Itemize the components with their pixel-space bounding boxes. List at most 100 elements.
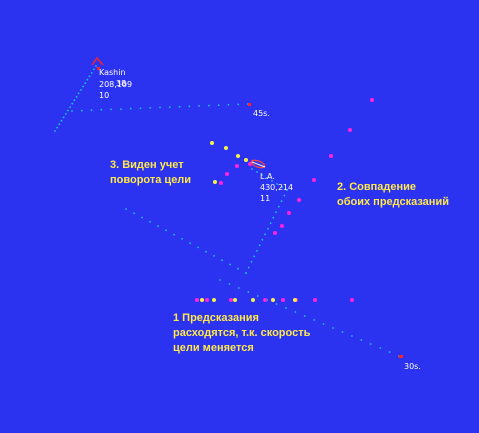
kashin-track-dot <box>69 106 71 108</box>
prediction-point-a <box>229 298 233 302</box>
kashin-name-label: Kashin <box>99 68 126 77</box>
crossing-path-dot <box>228 283 231 285</box>
kashin-track-dot <box>73 99 76 102</box>
prediction-point-a <box>370 98 374 102</box>
prediction-point-a <box>281 298 285 302</box>
prediction-point-b <box>244 158 248 162</box>
kashin-track-dot <box>82 85 84 88</box>
kashin-track-dot <box>56 126 59 129</box>
la-path-dot <box>247 266 250 269</box>
prediction-point-b <box>293 298 297 302</box>
crossing-path-dot <box>219 279 221 281</box>
la-path-dot <box>272 216 275 219</box>
t45-marker <box>248 103 251 106</box>
la-path-dot <box>261 238 264 241</box>
prediction-point-a <box>312 178 316 182</box>
kashin-track-dot <box>84 82 87 84</box>
crossing-path-dot <box>322 323 325 325</box>
kashin-heading-dot <box>90 109 93 112</box>
la-path-dot <box>173 233 175 236</box>
crossing-path-dot <box>294 311 297 313</box>
la-path-dot <box>251 168 253 170</box>
kashin-track-dot <box>62 116 65 119</box>
kashin-heading-dot <box>227 103 230 106</box>
la-path-dot <box>264 233 266 236</box>
track-layer <box>54 65 400 357</box>
la-path-dot <box>277 205 280 208</box>
kashin-track-dot <box>67 109 69 112</box>
annotation-diverge: 1 Предсказания расходятся, т.к. скорость… <box>173 312 311 354</box>
la-path-dot <box>221 259 223 262</box>
prediction-point-a <box>195 298 199 302</box>
prediction-point-a <box>313 298 317 302</box>
prediction-point-a <box>329 154 333 158</box>
kashin-heading-dot <box>71 110 73 112</box>
prediction-point-a <box>263 298 267 302</box>
la-path-dot <box>165 229 167 232</box>
prediction-point-a <box>273 231 277 235</box>
crossing-path-dot <box>256 295 259 297</box>
prediction-point-b <box>213 180 217 184</box>
la-path-dot <box>157 225 159 228</box>
la-path-dot <box>256 250 258 252</box>
crossing-path-dot <box>275 303 278 305</box>
kashin-heading-dot <box>139 107 142 110</box>
kashin-speed-label: 10 <box>99 91 110 100</box>
prediction-point-b <box>236 154 240 158</box>
kashin-marker-square[interactable] <box>97 67 100 70</box>
crossing-path-dot <box>388 351 391 353</box>
la-path-dot <box>245 272 247 274</box>
crossing-path-dot <box>351 335 353 337</box>
kashin-heading-dot <box>110 108 112 111</box>
kashin-track-dot <box>58 123 61 126</box>
la-path-dot <box>181 238 183 240</box>
la-path-dot <box>133 212 135 215</box>
la-path-dot <box>213 255 215 257</box>
kashin-coords-label: 208,109 <box>99 80 133 89</box>
prediction-layer <box>195 98 374 302</box>
kashin-track-dot <box>80 89 82 91</box>
annotation-match: 2. Совпадение обоих предсказаний <box>337 181 449 208</box>
la-path-dot <box>189 242 191 245</box>
kashin-heading-dot <box>208 104 210 107</box>
la-path-dot <box>149 220 151 223</box>
la-name-label: L.A. <box>260 172 275 181</box>
la-path-dot <box>271 180 273 182</box>
crossing-path-dot <box>247 291 250 293</box>
la-path-dot <box>281 186 283 188</box>
la-heading-line <box>251 161 266 168</box>
la-path-dot <box>237 267 239 270</box>
kashin-heading-dot <box>168 106 171 108</box>
prediction-point-b <box>224 146 228 150</box>
crossing-path-dot <box>379 347 382 349</box>
prediction-point-a <box>348 128 352 132</box>
kashin-extra-label: 38 <box>116 79 127 88</box>
kashin-track-dot <box>77 92 80 95</box>
la-speed-label: 11 <box>260 194 271 203</box>
crossing-path-dot <box>285 307 287 309</box>
la-path-dot <box>280 200 283 203</box>
la-path-dot <box>141 216 143 219</box>
la-path-dot <box>253 255 256 258</box>
kashin-heading-dot <box>129 107 132 110</box>
kashin-track-dot <box>54 130 56 132</box>
time-label-45s: 45s. <box>253 109 270 118</box>
la-path-dot <box>229 263 231 266</box>
kashin-heading-dot <box>178 105 181 108</box>
t30-marker <box>399 355 403 358</box>
la-path-dot <box>286 189 288 191</box>
kashin-track-dot <box>64 113 67 115</box>
la-path-dot <box>250 261 253 263</box>
prediction-point-b <box>233 298 237 302</box>
kashin-track-dot <box>95 65 97 67</box>
kashin-heading-dot <box>237 103 240 106</box>
kashin-heading-dot <box>149 107 152 109</box>
kashin-ship-marker[interactable] <box>91 56 104 66</box>
crossing-path-dot <box>369 343 372 345</box>
kashin-track-dot <box>71 102 74 105</box>
prediction-point-a <box>297 198 301 202</box>
kashin-track-dot <box>75 95 78 98</box>
la-coords-label: 430,214 <box>260 183 294 192</box>
la-path-dot <box>261 174 263 176</box>
marker-layer <box>91 56 403 358</box>
